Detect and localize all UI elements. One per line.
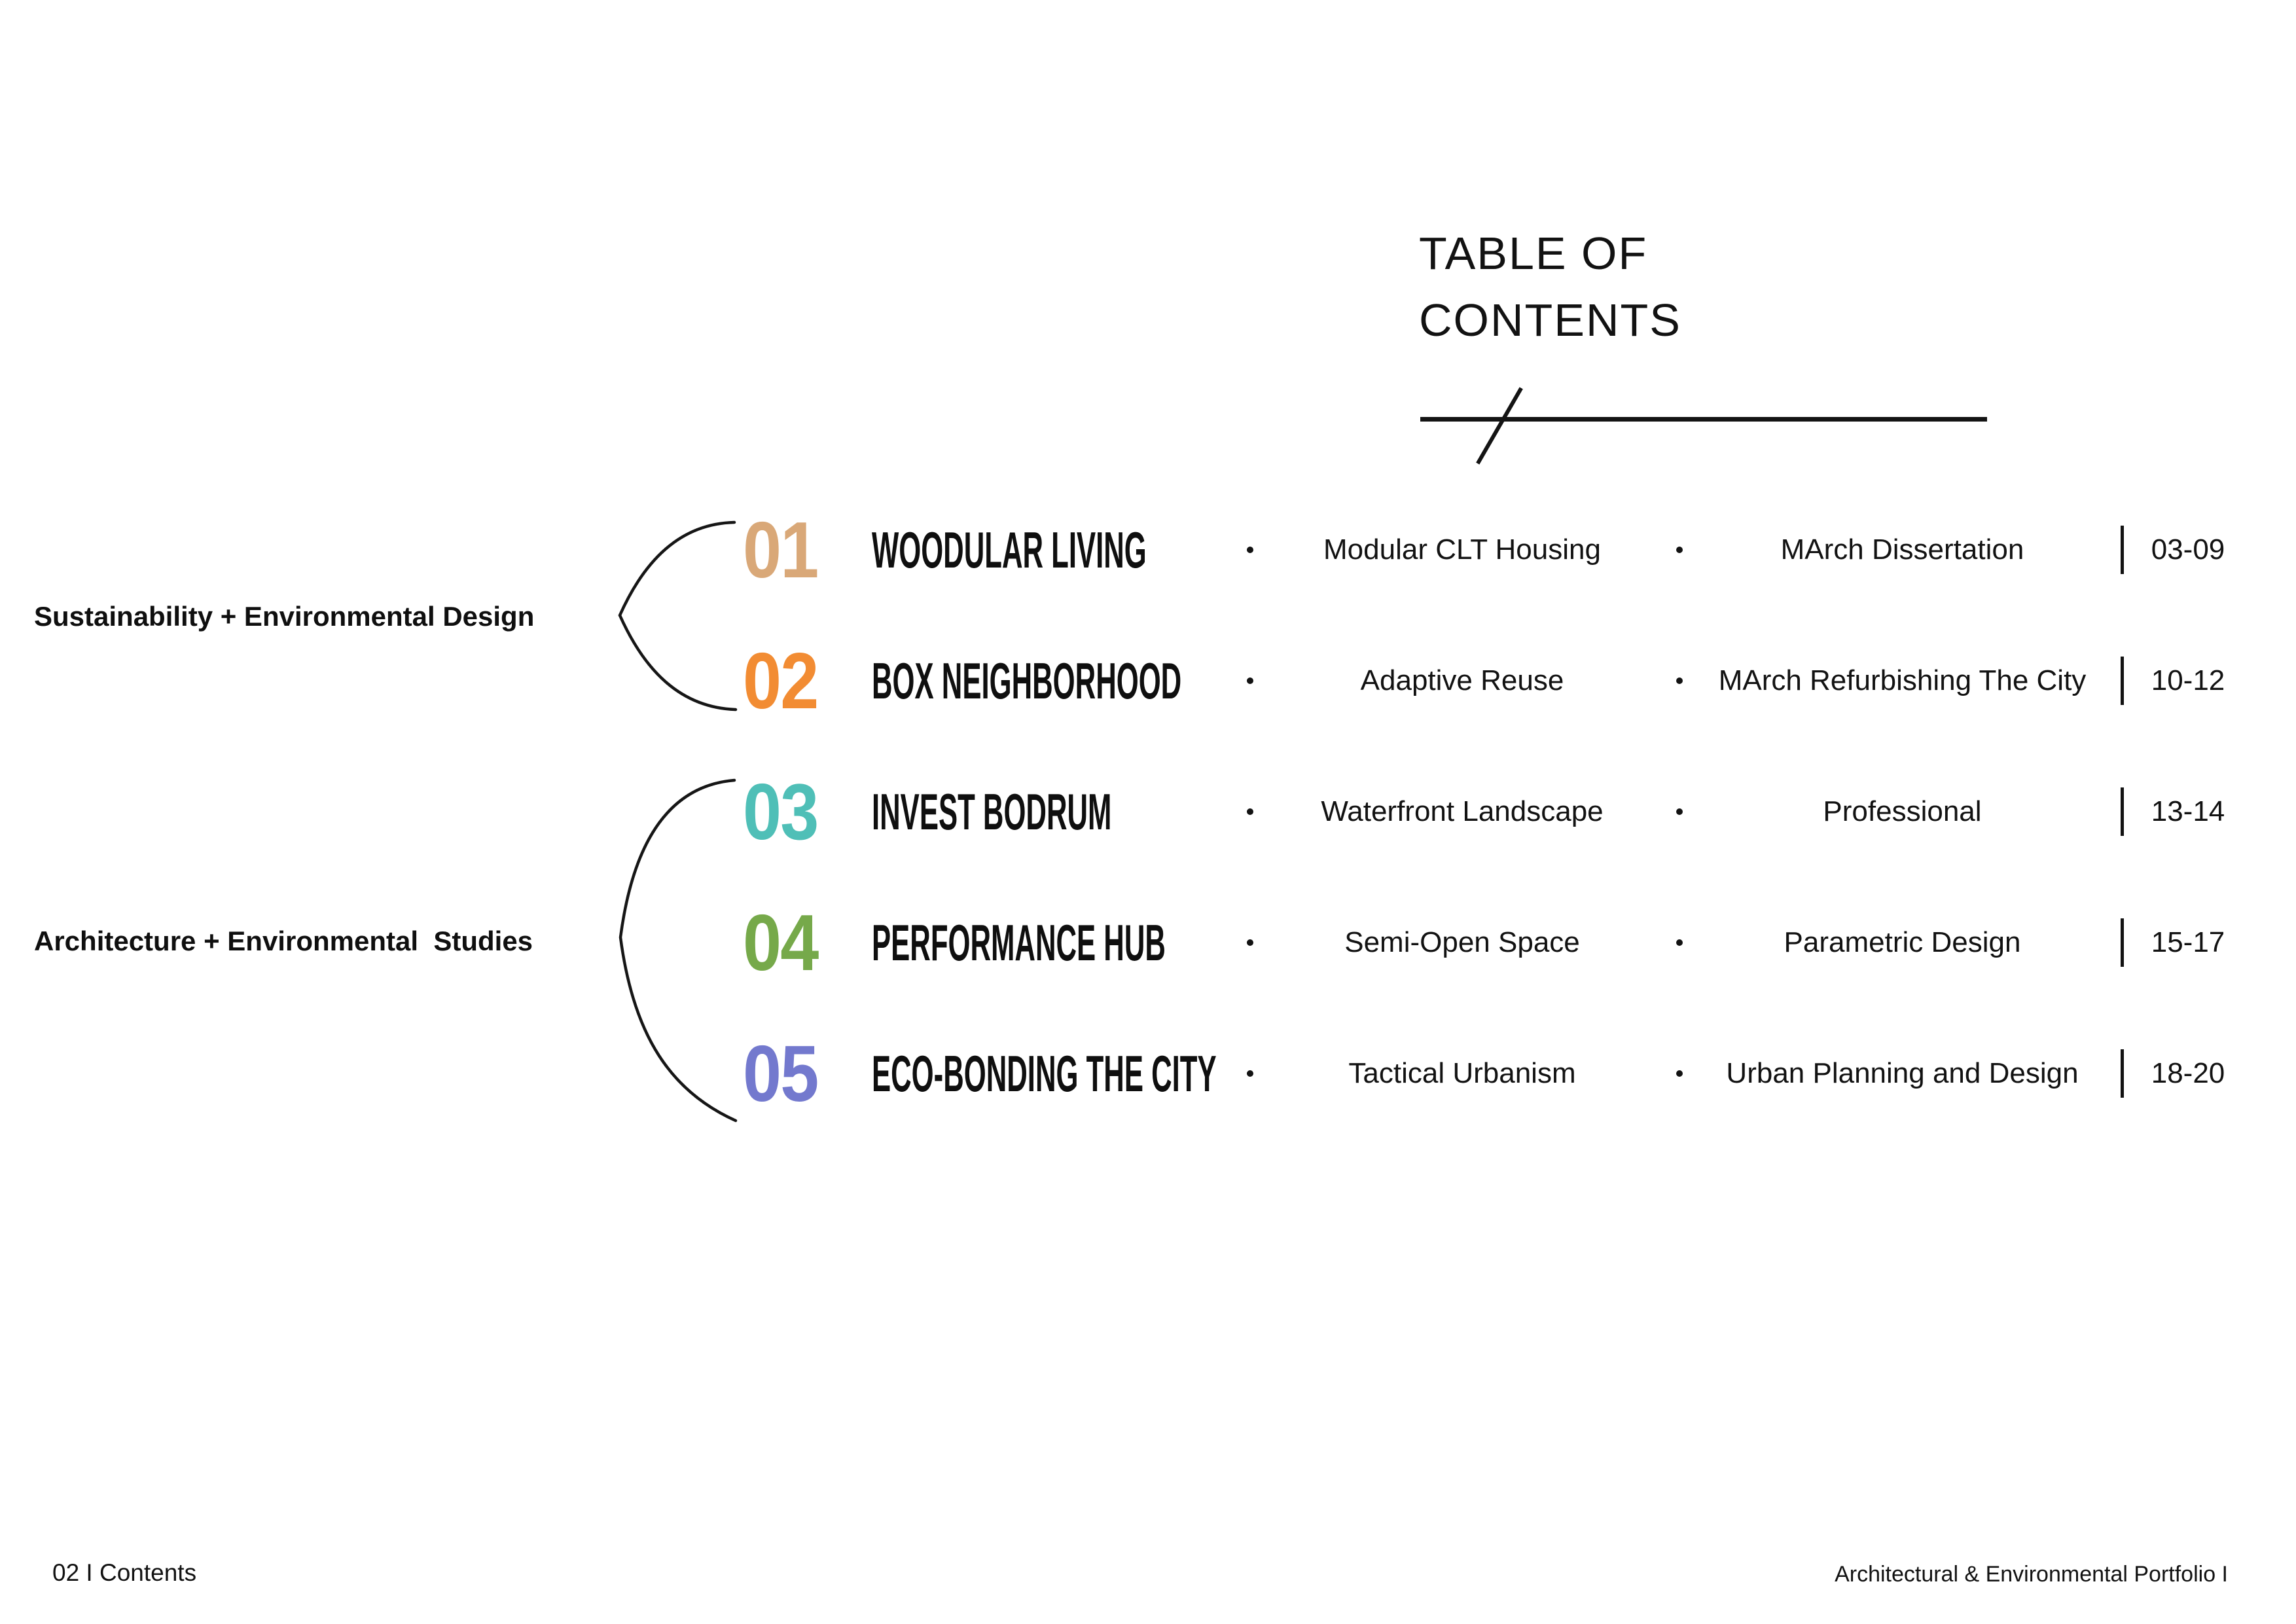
toc-entry: 03 INVEST BODRUM Waterfront Landscape Pr… bbox=[0, 746, 2296, 877]
entry-title[interactable]: PERFORMANCE HUB bbox=[872, 913, 1166, 971]
entry-category: MArch Refurbishing The City bbox=[1718, 664, 2087, 696]
entry-number: 04 bbox=[743, 898, 819, 987]
entry-pages: 10-12 bbox=[2151, 664, 2225, 696]
entry-category: MArch Dissertation bbox=[1780, 533, 2024, 566]
separator-dot bbox=[1244, 877, 1257, 1008]
separator-dot bbox=[1673, 484, 1686, 615]
entry-title[interactable]: ECO-BONDING THE CITY bbox=[872, 1044, 1217, 1102]
brace-group-2 bbox=[619, 778, 738, 1123]
separator-dot bbox=[1673, 877, 1686, 1008]
entry-pages: 03-09 bbox=[2151, 533, 2225, 566]
toc-entry: 01 WOODULAR LIVING Modular CLT Housing M… bbox=[0, 484, 2296, 615]
entry-number: 05 bbox=[743, 1029, 819, 1118]
group-label-architecture: Architecture + Environmental Studies bbox=[34, 926, 533, 956]
page-divider-bar bbox=[2121, 918, 2124, 967]
page-title-line2: CONTENTS bbox=[1419, 295, 1681, 346]
page-divider-bar bbox=[2121, 1049, 2124, 1098]
toc-entry: 02 BOX NEIGHBORHOOD Adaptive Reuse MArch… bbox=[0, 615, 2296, 746]
page-divider-bar bbox=[2121, 787, 2124, 836]
entry-category: Urban Planning and Design bbox=[1726, 1057, 2079, 1089]
separator-dot bbox=[1673, 1008, 1686, 1139]
footer-page-label: 02 I Contents bbox=[52, 1559, 197, 1586]
entry-subtitle: Modular CLT Housing bbox=[1323, 533, 1601, 566]
toc-entry: 05 ECO-BONDING THE CITY Tactical Urbanis… bbox=[0, 1008, 2296, 1139]
entry-category: Parametric Design bbox=[1784, 926, 2021, 958]
page-title-line1: TABLE OF bbox=[1419, 228, 1648, 279]
entry-title[interactable]: WOODULAR LIVING bbox=[872, 520, 1147, 579]
entry-title[interactable]: INVEST BODRUM bbox=[872, 782, 1112, 840]
entry-number: 02 bbox=[743, 636, 819, 725]
entry-pages: 15-17 bbox=[2151, 926, 2225, 958]
entry-category: Professional bbox=[1823, 795, 1982, 827]
separator-dot bbox=[1244, 615, 1257, 746]
entry-subtitle: Adaptive Reuse bbox=[1360, 664, 1564, 696]
separator-dot bbox=[1244, 484, 1257, 615]
toc-entry: 04 PERFORMANCE HUB Semi-Open Space Param… bbox=[0, 877, 2296, 1008]
separator-dot bbox=[1244, 746, 1257, 877]
brace-group-1 bbox=[618, 520, 738, 712]
entry-pages: 18-20 bbox=[2151, 1057, 2225, 1089]
entry-subtitle: Waterfront Landscape bbox=[1321, 795, 1604, 827]
group-label-sustainability: Sustainability + Environmental Design bbox=[34, 601, 535, 632]
separator-dot bbox=[1244, 1008, 1257, 1139]
page-divider-bar bbox=[2121, 657, 2124, 705]
entry-number: 01 bbox=[743, 505, 819, 594]
footer-portfolio-label: Architectural & Environmental Portfolio … bbox=[1835, 1562, 2228, 1587]
page-divider-bar bbox=[2121, 526, 2124, 574]
title-underline bbox=[1420, 417, 1987, 422]
entry-number: 03 bbox=[743, 767, 819, 856]
entry-subtitle: Tactical Urbanism bbox=[1348, 1057, 1576, 1089]
separator-dot bbox=[1673, 746, 1686, 877]
entry-title[interactable]: BOX NEIGHBORHOOD bbox=[872, 651, 1182, 710]
separator-dot bbox=[1673, 615, 1686, 746]
entry-pages: 13-14 bbox=[2151, 795, 2225, 827]
page-title: TABLE OF CONTENTS bbox=[1419, 220, 1681, 353]
entry-subtitle: Semi-Open Space bbox=[1344, 926, 1580, 958]
